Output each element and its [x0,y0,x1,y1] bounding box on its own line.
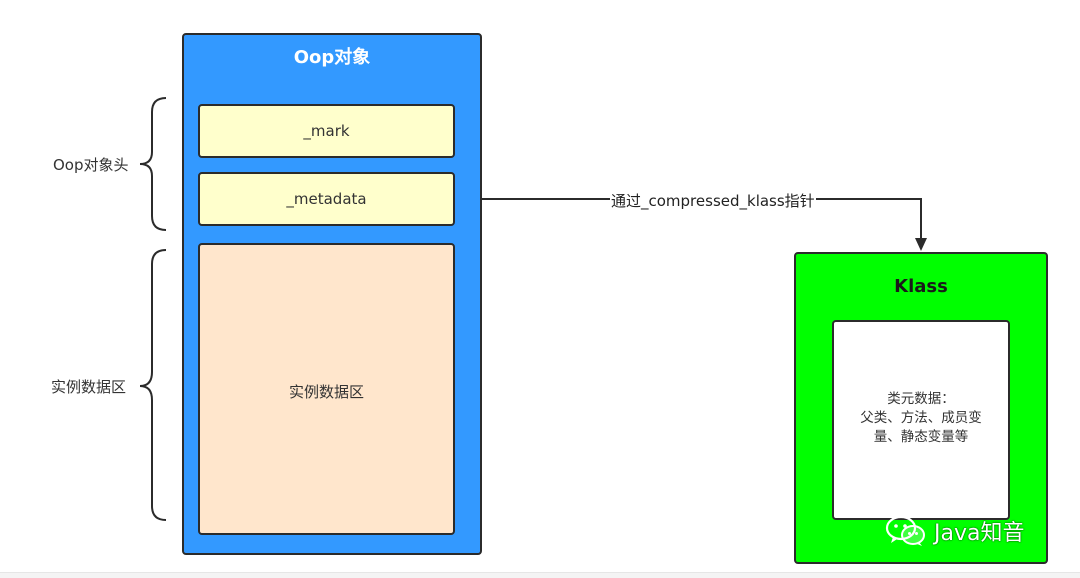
klass-metadata-line: 父类、方法、成员变 [860,410,982,426]
watermark: Java知音 [884,514,1024,548]
metadata-field-label: _metadata [286,190,367,208]
pointer-arrow-head [915,238,927,251]
klass-metadata-line: 量、静态变量等 [873,429,969,445]
klass-metadata-text: 类元数据： 父类、方法、成员变 量、静态变量等 [838,390,1004,447]
instance-data-label: 实例数据区 [288,383,364,401]
klass-title: Klass [894,276,948,297]
pointer-arrow-label: 通过_compressed_klass指针 [610,190,816,211]
instance-bracket [139,249,167,521]
klass-metadata-box: 类元数据： 父类、方法、成员变 量、静态变量等 [832,320,1010,520]
watermark-text: Java知音 [934,521,1025,546]
oop-object-title: Oop对象 [293,47,371,68]
instance-data-box: 实例数据区 [198,243,455,535]
header-bracket-label: Oop对象头 [53,156,129,174]
header-bracket [139,97,167,231]
bottom-strip [0,572,1080,578]
metadata-field-box: _metadata [198,172,455,226]
mark-field-label: _mark [303,122,350,140]
mark-field-box: _mark [198,104,455,158]
wechat-icon [885,515,925,546]
klass-metadata-line: 类元数据： [887,391,955,407]
instance-bracket-label: 实例数据区 [51,378,127,396]
